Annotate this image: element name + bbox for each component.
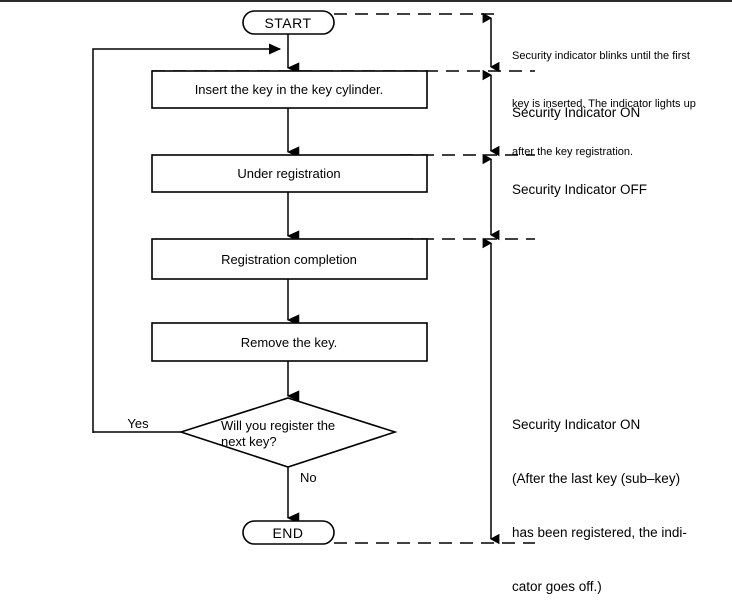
process-box-registration-completion xyxy=(151,238,428,280)
annotation-indicator-on-1: Security Indicator ON xyxy=(512,105,641,120)
process-label-remove-key: Remove the key. xyxy=(241,335,338,350)
start-label: START xyxy=(264,15,311,31)
annotation-indicator-off: Security Indicator OFF xyxy=(512,182,648,197)
annotation-blink-line2: key is inserted. The indicator lights up xyxy=(512,98,696,110)
process-box-remove-key xyxy=(151,322,428,362)
feedback-loop-path xyxy=(92,43,282,433)
annotation-indicator-blink: Security indicator blinks until the firs… xyxy=(512,16,696,176)
annotation-on2-line2: (After the last key (sub–key) xyxy=(512,471,681,486)
decision-label-line2: next key? xyxy=(221,434,277,449)
end-label: END xyxy=(272,525,303,541)
process-box-insert-key xyxy=(151,70,428,109)
process-label-under-registration: Under registration xyxy=(237,166,340,181)
annotation-indicator-on-2: Security Indicator ON (After the last ke… xyxy=(512,380,687,614)
branch-label-yes: Yes xyxy=(127,416,149,431)
annotation-on2-line4: cator goes off.) xyxy=(512,579,602,594)
annotation-blink-line3: after the key registration. xyxy=(512,146,634,158)
decision-label-line1: Will you register the xyxy=(221,418,335,433)
end-terminator xyxy=(242,520,335,545)
annotation-blink-line1: Security indicator blinks until the firs… xyxy=(512,50,690,62)
process-label-insert-key: Insert the key in the key cylinder. xyxy=(195,82,384,97)
flowchart-canvas: START Insert the key in the key cylinder… xyxy=(92,10,535,545)
annotation-on2-line1: Security Indicator ON xyxy=(512,417,641,432)
top-border-rule xyxy=(0,0,732,2)
annotation-on2-line3: has been registered, the indi- xyxy=(512,525,687,540)
process-label-registration-completion: Registration completion xyxy=(221,252,357,267)
process-box-under-registration xyxy=(151,154,428,193)
branch-label-no: No xyxy=(300,470,317,485)
